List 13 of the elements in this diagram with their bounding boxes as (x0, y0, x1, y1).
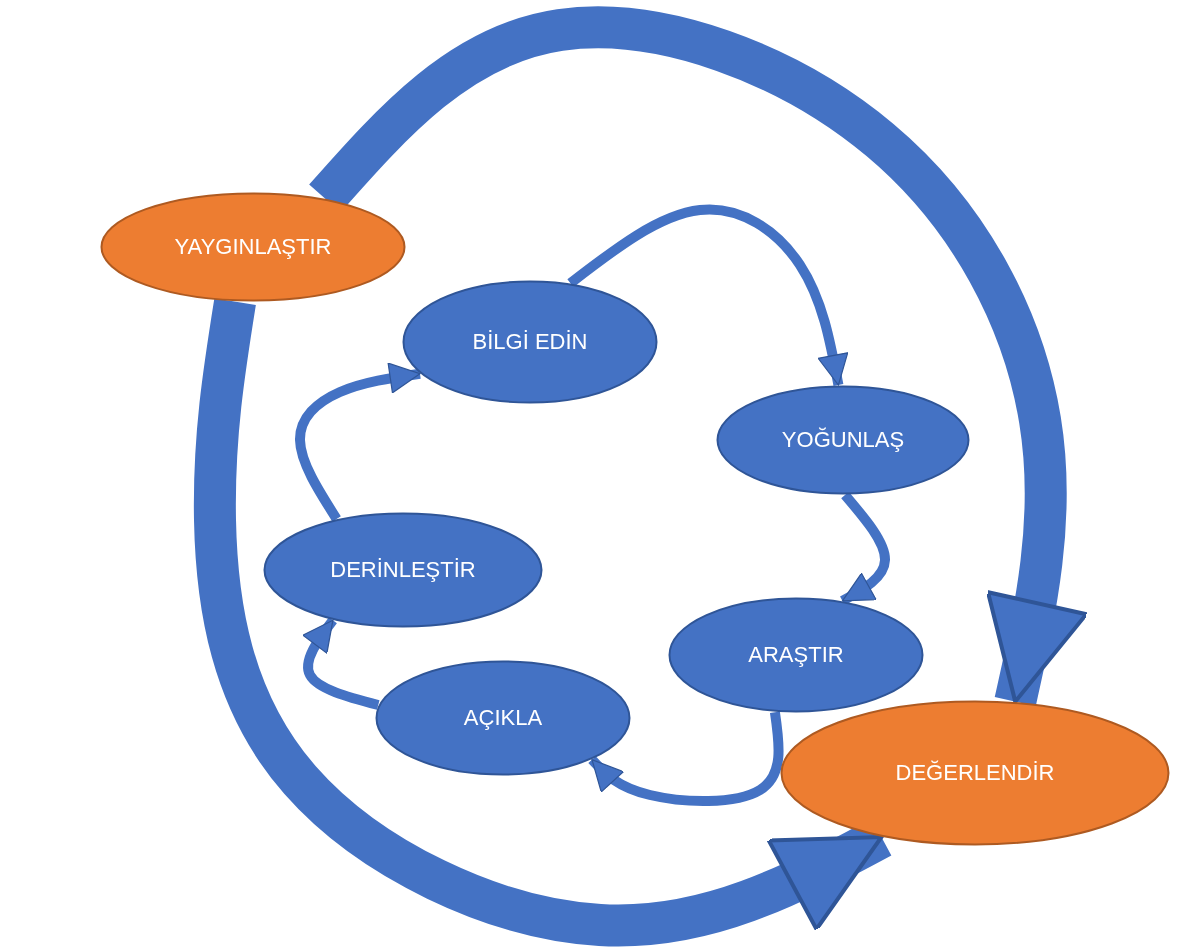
node-label: YAYGINLAŞTIR (174, 234, 332, 260)
curved-arrow (193, 298, 892, 947)
curved-arrow (588, 711, 784, 806)
node-label: BİLGİ EDİN (472, 329, 588, 355)
curved-arrow (302, 617, 380, 710)
node-label: DEĞERLENDİR (895, 760, 1055, 786)
node-label: ARAŞTIR (748, 642, 844, 668)
node-label: AÇIKLA (463, 705, 543, 731)
curved-arrow (567, 204, 849, 386)
node-label: DERİNLEŞTİR (330, 557, 476, 583)
curved-arrow (309, 6, 1089, 707)
curved-arrow (295, 362, 421, 522)
node-label: YOĞUNLAŞ (781, 427, 905, 453)
